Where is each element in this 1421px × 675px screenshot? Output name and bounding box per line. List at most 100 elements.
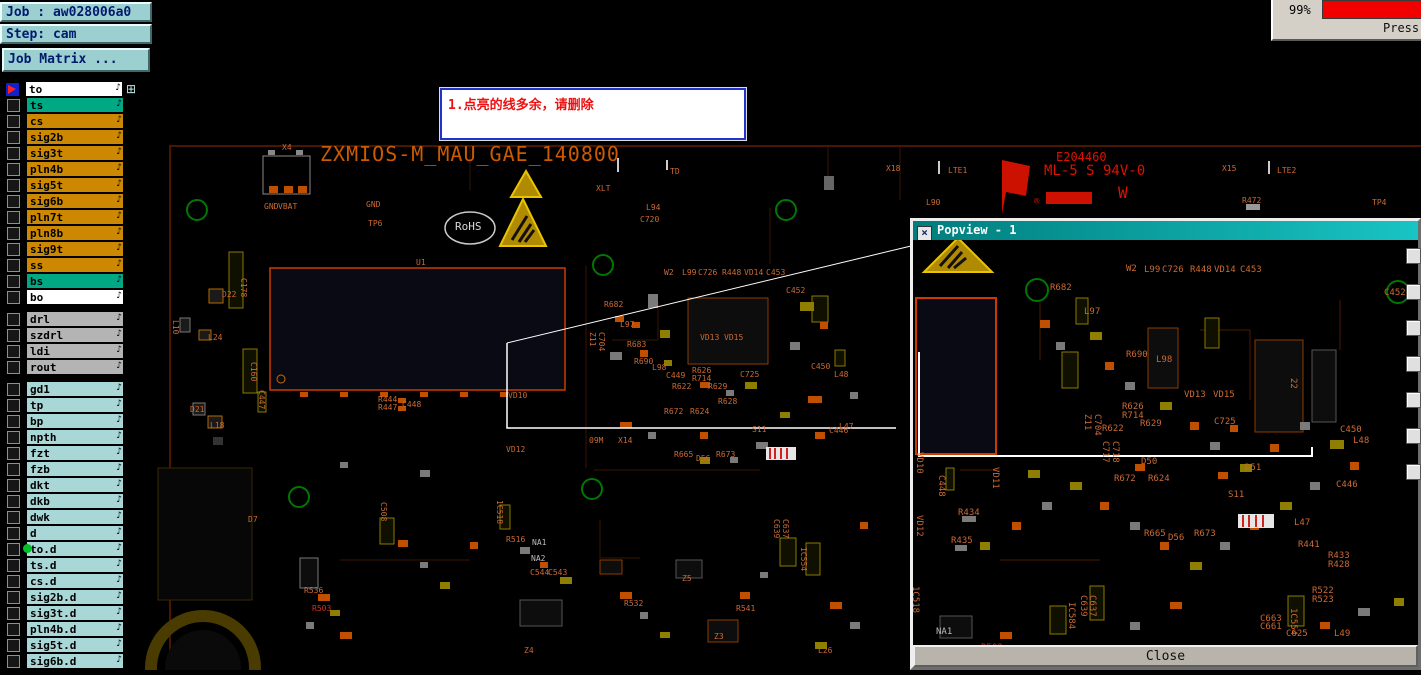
layer-name-box[interactable]: tp♪ — [27, 398, 123, 412]
layer-checkbox[interactable] — [7, 462, 20, 476]
layer-name-box[interactable]: sig2b♪ — [27, 130, 123, 144]
layer-name-box[interactable]: dwk♪ — [27, 510, 123, 524]
layer-row-sig6b[interactable]: sig6b♪ — [0, 193, 152, 209]
layer-checkbox[interactable] — [7, 328, 20, 342]
layer-row-d[interactable]: d♪ — [0, 525, 152, 541]
popview-window-icon[interactable]: × — [917, 226, 932, 241]
layer-checkbox[interactable] — [7, 526, 20, 540]
layer-checkbox[interactable] — [7, 130, 20, 144]
layer-checkbox[interactable] — [7, 114, 20, 128]
layer-checkbox[interactable] — [7, 574, 20, 588]
layer-row-to.d[interactable]: to.d♪ — [0, 541, 152, 557]
popview-close-button[interactable]: Close — [913, 645, 1418, 667]
layer-checkbox[interactable] — [7, 654, 20, 668]
layer-name-box[interactable]: ts.d♪ — [27, 558, 123, 572]
layer-row-pln8b[interactable]: pln8b♪ — [0, 225, 152, 241]
layer-row-to[interactable]: to♪ ⊞ — [0, 81, 152, 97]
layer-row-bp[interactable]: bp♪ — [0, 413, 152, 429]
layer-name-box[interactable]: npth♪ — [27, 430, 123, 444]
layer-row-sig2b[interactable]: sig2b♪ — [0, 129, 152, 145]
layer-checkbox[interactable] — [7, 622, 20, 636]
layer-checkbox[interactable] — [7, 494, 20, 508]
layer-row-drl[interactable]: drl♪ — [0, 311, 152, 327]
layer-row-bo[interactable]: bo♪ — [0, 289, 152, 305]
layer-name-box[interactable]: szdrl♪ — [27, 328, 123, 342]
layer-row-sig9t[interactable]: sig9t♪ — [0, 241, 152, 257]
layer-checkbox[interactable] — [7, 290, 20, 304]
layer-name-box[interactable]: ss♪ — [27, 258, 123, 272]
layer-row-fzt[interactable]: fzt♪ — [0, 445, 152, 461]
layer-row-ts[interactable]: ts♪ — [0, 97, 152, 113]
layer-name-box[interactable]: pln7t♪ — [27, 210, 123, 224]
popview-title-bar[interactable]: ×Popview - 1 — [913, 221, 1418, 241]
layer-row-gd1[interactable]: gd1♪ — [0, 381, 152, 397]
side-mini-button[interactable] — [1406, 464, 1421, 480]
layer-name-box[interactable]: pln4b♪ — [27, 162, 123, 176]
layer-row-szdrl[interactable]: szdrl♪ — [0, 327, 152, 343]
layer-name-box[interactable]: bo♪ — [27, 290, 123, 304]
layer-checkbox[interactable] — [7, 312, 20, 326]
layer-checkbox[interactable] — [7, 344, 20, 358]
layer-name-box[interactable]: sig2b.d♪ — [27, 590, 123, 604]
layer-name-box[interactable]: to♪ — [26, 82, 122, 96]
layer-row-cs.d[interactable]: cs.d♪ — [0, 573, 152, 589]
layer-name-box[interactable]: bp♪ — [27, 414, 123, 428]
layer-grid-icon[interactable]: ⊞ — [126, 82, 137, 96]
layer-row-ts.d[interactable]: ts.d♪ — [0, 557, 152, 573]
layer-name-box[interactable]: bs♪ — [27, 274, 123, 288]
layer-checkbox[interactable] — [7, 510, 20, 524]
layer-checkbox[interactable] — [7, 242, 20, 256]
layer-checkbox[interactable] — [7, 590, 20, 604]
side-mini-button[interactable] — [1406, 392, 1421, 408]
layer-name-box[interactable]: sig5t♪ — [27, 178, 123, 192]
layer-checkbox[interactable] — [7, 274, 20, 288]
layer-checkbox[interactable] — [7, 478, 20, 492]
layer-name-box[interactable]: pln8b♪ — [27, 226, 123, 240]
layer-row-rout[interactable]: rout♪ — [0, 359, 152, 375]
layer-checkbox[interactable] — [7, 606, 20, 620]
side-mini-button[interactable] — [1406, 284, 1421, 300]
side-mini-button[interactable] — [1406, 320, 1421, 336]
layer-checkbox[interactable] — [7, 414, 20, 428]
layer-name-box[interactable]: ldi♪ — [27, 344, 123, 358]
layer-checkbox[interactable] — [7, 226, 20, 240]
layer-row-npth[interactable]: npth♪ — [0, 429, 152, 445]
layer-name-box[interactable]: rout♪ — [27, 360, 123, 374]
layer-checkbox[interactable] — [7, 558, 20, 572]
layer-row-sig5t[interactable]: sig5t♪ — [0, 177, 152, 193]
layer-name-box[interactable]: sig3t.d♪ — [27, 606, 123, 620]
layer-checkbox[interactable] — [7, 638, 20, 652]
layer-name-box[interactable]: d♪ — [27, 526, 123, 540]
layer-row-pln7t[interactable]: pln7t♪ — [0, 209, 152, 225]
layer-name-box[interactable]: ts♪ — [27, 98, 123, 112]
layer-checkbox[interactable] — [7, 430, 20, 444]
layer-checkbox[interactable] — [7, 382, 20, 396]
layer-row-dwk[interactable]: dwk♪ — [0, 509, 152, 525]
layer-checkbox[interactable] — [7, 398, 20, 412]
layer-checkbox[interactable] — [7, 542, 20, 556]
job-matrix-button[interactable]: Job Matrix ... — [2, 48, 150, 72]
layer-row-dkb[interactable]: dkb♪ — [0, 493, 152, 509]
layer-row-sig3t[interactable]: sig3t♪ — [0, 145, 152, 161]
popview-window[interactable]: ×Popview - 1 — [910, 218, 1421, 670]
layer-row-pln4b.d[interactable]: pln4b.d♪ — [0, 621, 152, 637]
layer-name-box[interactable]: dkb♪ — [27, 494, 123, 508]
layer-name-box[interactable]: dkt♪ — [27, 478, 123, 492]
layer-checkbox[interactable] — [7, 210, 20, 224]
layer-checkbox[interactable] — [7, 360, 20, 374]
layer-name-box[interactable]: sig6b♪ — [27, 194, 123, 208]
layer-checkbox[interactable] — [7, 194, 20, 208]
layer-checkbox[interactable] — [7, 178, 20, 192]
layer-checkbox[interactable] — [7, 146, 20, 160]
layer-name-box[interactable]: fzt♪ — [27, 446, 123, 460]
layer-row-ss[interactable]: ss♪ — [0, 257, 152, 273]
layer-checkbox[interactable] — [7, 258, 20, 272]
layer-row-fzb[interactable]: fzb♪ — [0, 461, 152, 477]
layer-name-box[interactable]: sig9t♪ — [27, 242, 123, 256]
layer-name-box[interactable]: sig5t.d♪ — [27, 638, 123, 652]
layer-row-sig3t.d[interactable]: sig3t.d♪ — [0, 605, 152, 621]
layer-checkbox[interactable] — [7, 98, 20, 112]
layer-row-cs[interactable]: cs♪ — [0, 113, 152, 129]
